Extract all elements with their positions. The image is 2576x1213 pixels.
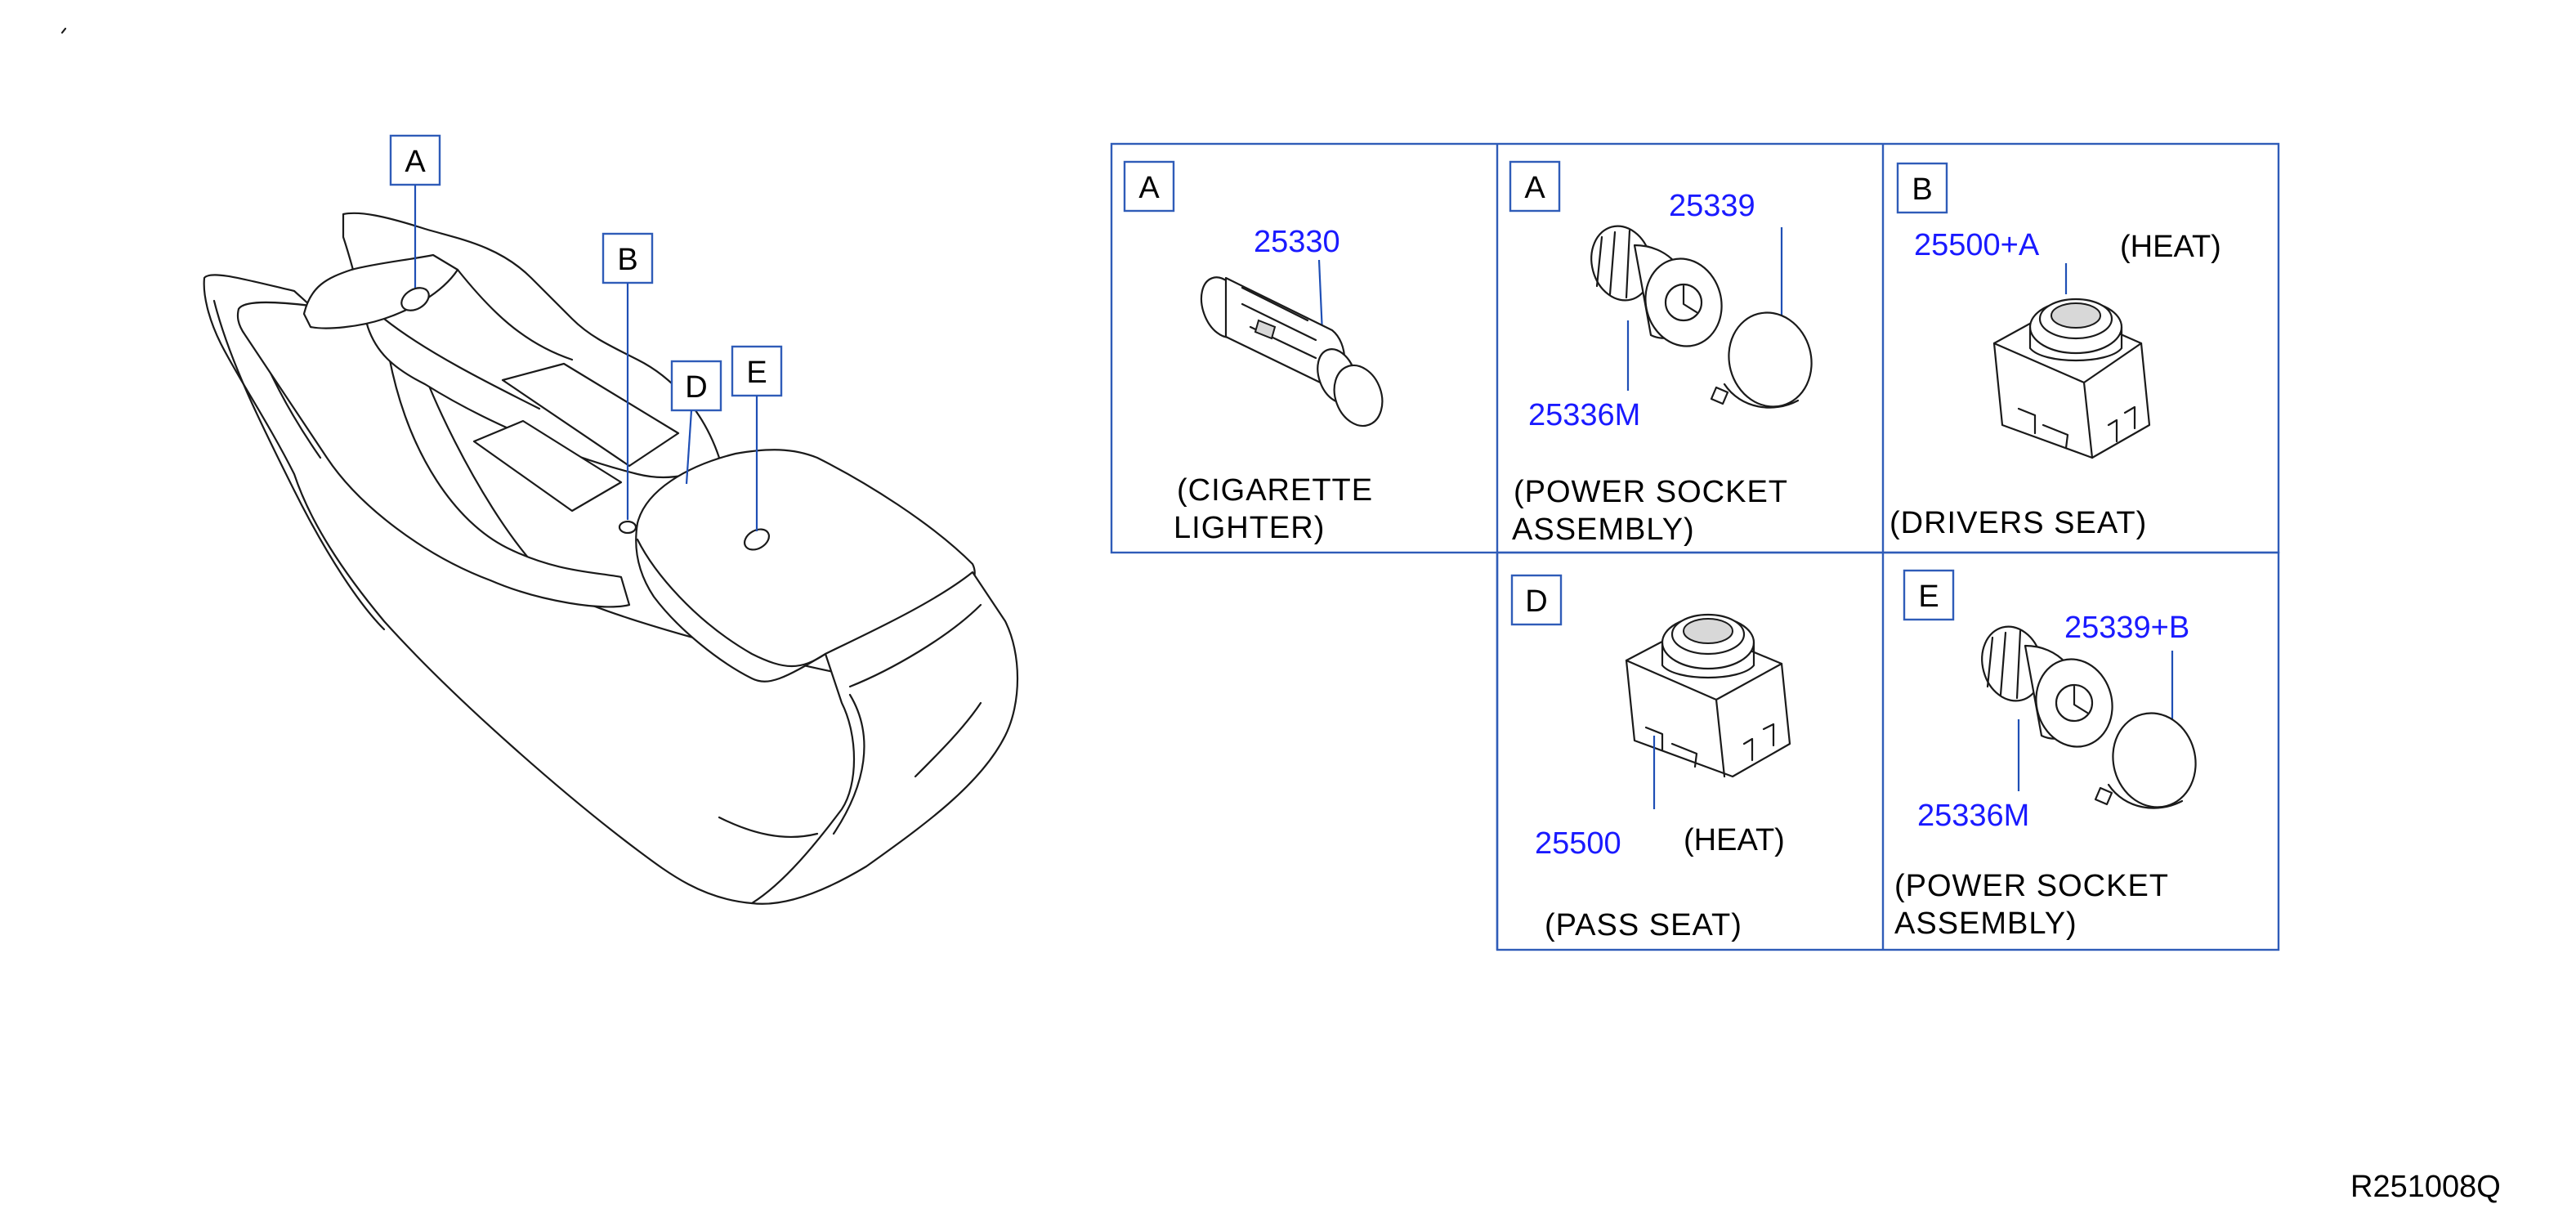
cell-tag: E [1918, 580, 1939, 614]
part-number-25339-b: 25339+B [2064, 611, 2189, 645]
tag-box-A [389, 134, 441, 186]
cell-cigarette-lighter: A 25330 (CIGARETTE LIGHTER) [1123, 160, 1384, 545]
qualifier-heat: (HEAT) [2120, 230, 2221, 264]
cell-drivers-seat: B 25500+A (HEAT) (DRIVERS SEAT) [1890, 162, 2221, 540]
cigarette-lighter-drawing [1200, 276, 1384, 427]
heat-switch-drawing [1992, 298, 2151, 459]
overview-tag-a: A [405, 145, 426, 179]
cell-tag: A [1524, 171, 1545, 205]
cell-power-socket-e: E 25339+B 25336M (POWER SOCKET ASSEMBLY) [1894, 569, 2197, 941]
part-number-25330: 25330 [1254, 225, 1340, 259]
center-console-illustration [203, 212, 1019, 905]
caption-line-2: LIGHTER) [1174, 511, 1325, 545]
cell-tag: D [1525, 584, 1547, 619]
overview-tag-e: E [746, 356, 767, 390]
part-number-25500: 25500 [1535, 826, 1621, 861]
part-number-25339: 25339 [1669, 189, 1755, 223]
heat-switch-drawing [1625, 613, 1791, 778]
cell-power-socket-a: A 25339 25336M (POWER SOCKET ASSEMBLY) [1509, 160, 1813, 547]
cell-tag: A [1138, 171, 1160, 205]
part-number-25336m: 25336M [1917, 799, 2029, 833]
caption-line-1: (PASS SEAT) [1545, 908, 1742, 942]
overview-tag-d: D [685, 370, 707, 405]
qualifier-heat: (HEAT) [1684, 823, 1785, 857]
tag-box-E [731, 345, 783, 397]
caption-line-1: (POWER SOCKET [1894, 869, 2169, 903]
caption-line-1: (DRIVERS SEAT) [1890, 506, 2147, 540]
power-socket-drawing [1590, 225, 1813, 409]
tag-box-D [670, 360, 722, 412]
overview-tag-b: B [617, 243, 637, 277]
caption-line-2: ASSEMBLY) [1512, 513, 1695, 547]
overview-callouts: A B D E [389, 134, 783, 531]
caption-line-2: ASSEMBLY) [1894, 906, 2077, 941]
stray-mark [60, 27, 67, 34]
parts-grid [1110, 142, 2280, 951]
part-number-25336m: 25336M [1528, 398, 1640, 432]
part-number-25500-a: 25500+A [1914, 228, 2040, 262]
power-socket-drawing [1981, 625, 2197, 809]
diagram-code: R251008Q [2350, 1170, 2501, 1204]
cell-pass-seat: D 25500 (HEAT) (PASS SEAT) [1510, 574, 1791, 942]
caption-line-1: (POWER SOCKET [1514, 475, 1788, 509]
caption-line-1: (CIGARETTE [1177, 473, 1373, 508]
cell-tag: B [1912, 172, 1932, 207]
